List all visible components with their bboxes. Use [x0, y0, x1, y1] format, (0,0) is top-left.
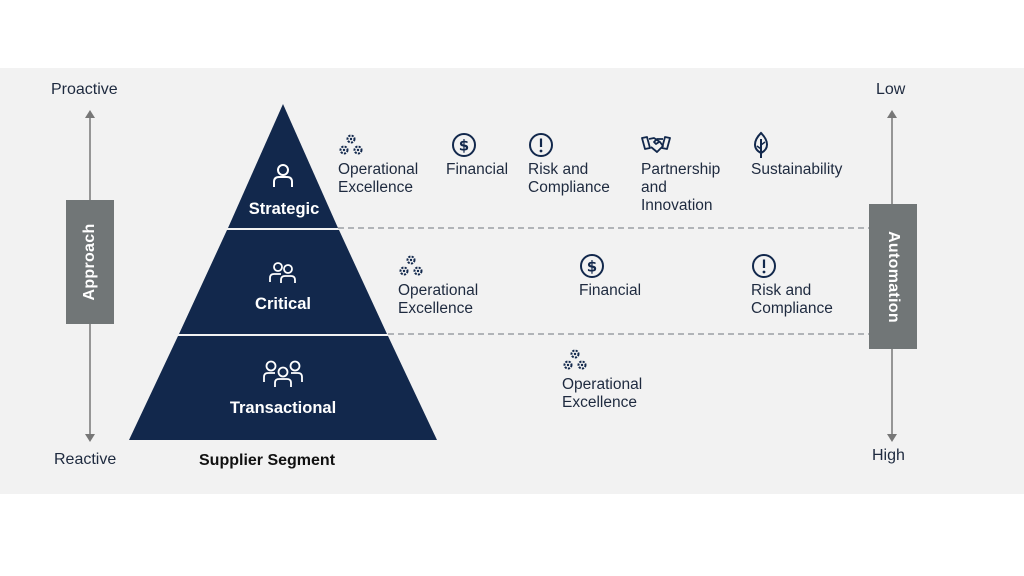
gears-icon — [338, 133, 364, 157]
strategic-item-label: Partnership and Innovation — [641, 161, 721, 214]
critical-item-label: Risk and Compliance — [751, 282, 833, 317]
two-people-icon — [268, 260, 298, 284]
automation-label: Automation — [885, 230, 902, 323]
transactional-item-label: Operational Excellence — [562, 376, 643, 411]
gears-icon — [398, 254, 424, 278]
exclamation-icon — [751, 253, 777, 279]
strategic-item-label: Operational Excellence — [338, 161, 419, 196]
leaf-icon — [751, 131, 771, 159]
left-axis-arrow-up — [85, 110, 95, 118]
handshake-icon — [641, 133, 671, 157]
pyramid-tier-critical — [179, 230, 387, 334]
three-people-icon — [262, 358, 304, 388]
svg-text:$: $ — [459, 137, 469, 155]
tier-label-transactional: Transactional — [229, 399, 337, 417]
single-person-icon — [271, 162, 295, 188]
left-axis-arrow-down — [85, 434, 95, 442]
critical-item-label: Financial — [579, 282, 642, 299]
approach-label: Approach — [81, 223, 98, 301]
dollar-icon: $ — [451, 132, 477, 158]
right-axis-arrow-up — [887, 110, 897, 118]
gears-icon — [562, 348, 588, 372]
pyramid-tier-transactional — [129, 336, 437, 440]
strategic-item-label: Financial — [446, 161, 509, 178]
strategic-item-label: Risk and Compliance — [528, 161, 610, 196]
approach-box: Approach — [66, 200, 114, 324]
supplier-segment-label: Supplier Segment — [199, 452, 336, 469]
left-axis-top-label: Proactive — [51, 81, 118, 98]
svg-text:$: $ — [587, 258, 597, 276]
strategic-item-label: Sustainability — [751, 161, 843, 178]
tier-label-critical: Critical — [255, 295, 311, 313]
right-axis-top-label: Low — [876, 81, 906, 98]
right-axis-bottom-label: High — [872, 447, 905, 464]
dollar-icon: $ — [579, 253, 605, 279]
right-axis-arrow-down — [887, 434, 897, 442]
exclamation-icon — [528, 132, 554, 158]
critical-item-label: Operational Excellence — [398, 282, 479, 317]
left-axis-bottom-label: Reactive — [54, 451, 117, 468]
tier-label-strategic: Strategic — [248, 200, 320, 218]
automation-box: Automation — [869, 204, 917, 349]
